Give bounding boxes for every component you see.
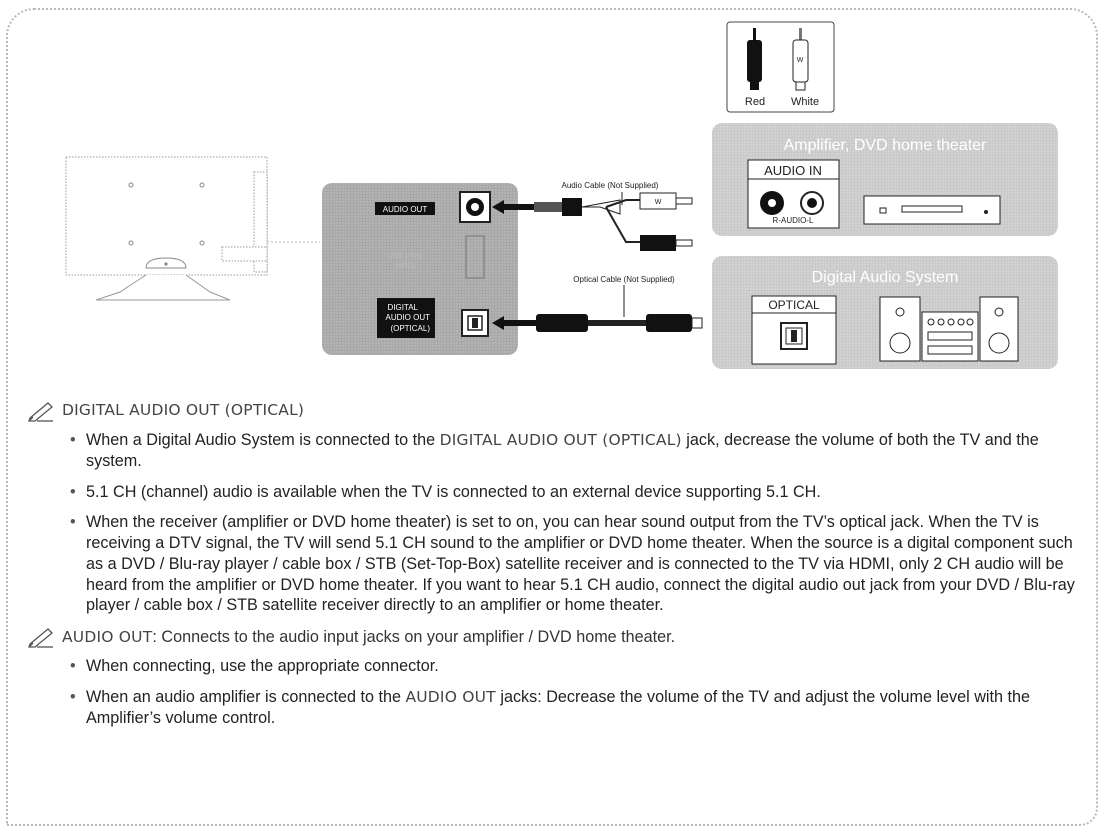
- optical-cable: Optical Cable (Not Supplied): [492, 275, 703, 332]
- bullet-item: When the receiver (amplifier or DVD home…: [70, 512, 1088, 616]
- optical-cable-label: Optical Cable (Not Supplied): [573, 275, 675, 284]
- connection-diagram: AUDIO OUT USB 1 Key (HDD) DIGITAL AUDIO …: [65, 21, 1058, 369]
- note-heading-audio-out: AUDIO OUT: Connects to the audio input j…: [28, 626, 1088, 648]
- notes-section: DIGITAL AUDIO OUT (OPTICAL) When a Digit…: [28, 400, 1088, 738]
- tv-digital-label-1: DIGITAL: [387, 303, 418, 312]
- bold-term: AUDIO OUT: [405, 687, 496, 706]
- white-label: White: [791, 96, 819, 108]
- r-audio-l-label: R-AUDIO-L: [773, 216, 814, 225]
- white-plug-w-label: W: [797, 57, 804, 64]
- digital-audio-box: Digital Audio System OPTICAL: [712, 256, 1058, 369]
- tv-digital-label-2: AUDIO OUT: [386, 313, 431, 322]
- note-heading-text: AUDIO OUT: [62, 627, 153, 646]
- cable-white-plug-w: W: [655, 199, 662, 206]
- tv-back-icon: [65, 156, 320, 301]
- tv-audio-out-label: AUDIO OUT: [383, 205, 428, 214]
- amplifier-title: Amplifier, DVD home theater: [784, 137, 987, 154]
- tv-usb-label: USB 1 Key: [388, 253, 423, 260]
- note-heading-rest: : Connects to the audio input jacks on y…: [152, 627, 676, 646]
- tv-digital-label-3: (OPTICAL): [390, 324, 430, 333]
- bullet-item: When connecting, use the appropriate con…: [70, 656, 1088, 677]
- pencil-note-icon: [28, 628, 53, 648]
- red-label: Red: [745, 96, 765, 108]
- tv-jack-panel: AUDIO OUT USB 1 Key (HDD) DIGITAL AUDIO …: [322, 183, 518, 355]
- pencil-note-icon: [28, 402, 53, 422]
- digital-audio-title: Digital Audio System: [812, 269, 959, 286]
- audio-cable-label: Audio Cable (Not Supplied): [562, 181, 659, 190]
- note-bullets-audio-out: When connecting, use the appropriate con…: [28, 656, 1088, 728]
- bullet-item: 5.1 CH (channel) audio is available when…: [70, 482, 1088, 503]
- note-heading-digital-audio-out: DIGITAL AUDIO OUT (OPTICAL): [28, 400, 1088, 422]
- bullet-item: When an audio amplifier is connected to …: [70, 687, 1088, 729]
- page-frame: [6, 8, 1098, 826]
- optical-label: OPTICAL: [768, 298, 820, 312]
- note-heading-text: DIGITAL AUDIO OUT (OPTICAL): [62, 401, 305, 420]
- bold-term: DIGITAL AUDIO OUT (OPTICAL): [439, 431, 682, 449]
- bullet-item: When a Digital Audio System is connected…: [70, 430, 1088, 472]
- amplifier-box: Amplifier, DVD home theater AUDIO IN R-A…: [712, 123, 1058, 236]
- tv-hdd-label: (HDD): [395, 263, 415, 270]
- plug-color-legend: W Red White: [726, 21, 835, 113]
- note-bullets-digital: When a Digital Audio System is connected…: [28, 430, 1088, 616]
- audio-cable: Audio Cable (Not Supplied) W: [492, 181, 693, 251]
- audio-in-label: AUDIO IN: [764, 163, 822, 178]
